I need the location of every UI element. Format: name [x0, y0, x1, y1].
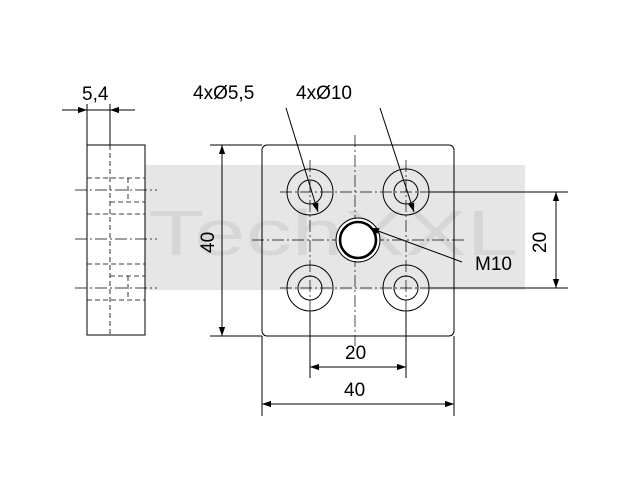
- label-hole-spacing-vertical: 20: [530, 232, 551, 253]
- leader-small-hole: [285, 107, 319, 213]
- hole-bottom-left: [286, 264, 334, 312]
- front-view: [210, 107, 568, 416]
- label-thread: M10: [475, 254, 512, 275]
- label-thickness: 5,4: [82, 84, 109, 105]
- label-large-hole: 4xØ10: [296, 83, 352, 104]
- watermark: TechXXL: [140, 165, 525, 290]
- hole-bottom-right: [382, 264, 430, 312]
- label-width: 40: [344, 380, 365, 401]
- dim-thickness: [62, 104, 135, 145]
- hole-top-right: [382, 168, 430, 216]
- leader-thread: [369, 227, 463, 263]
- side-view-center-lines: [75, 189, 157, 289]
- label-small-hole: 4xØ5,5: [193, 83, 254, 104]
- leader-large-hole: [379, 107, 415, 213]
- dim-hole-spacing-vertical: [430, 191, 568, 289]
- dim-width: [261, 336, 455, 416]
- label-hole-spacing-horizontal: 20: [345, 343, 366, 364]
- center-thread: [335, 217, 381, 263]
- hole-top-left: [286, 168, 334, 216]
- watermark-text: TechXXL: [148, 197, 518, 269]
- label-height: 40: [198, 232, 219, 253]
- dim-height: [210, 144, 262, 337]
- side-view-outline: [86, 144, 146, 336]
- dim-hole-spacing-horizontal: [309, 312, 407, 378]
- side-view: [62, 104, 157, 336]
- plate-outline: [261, 144, 455, 337]
- side-view-hidden-lines: [87, 145, 145, 335]
